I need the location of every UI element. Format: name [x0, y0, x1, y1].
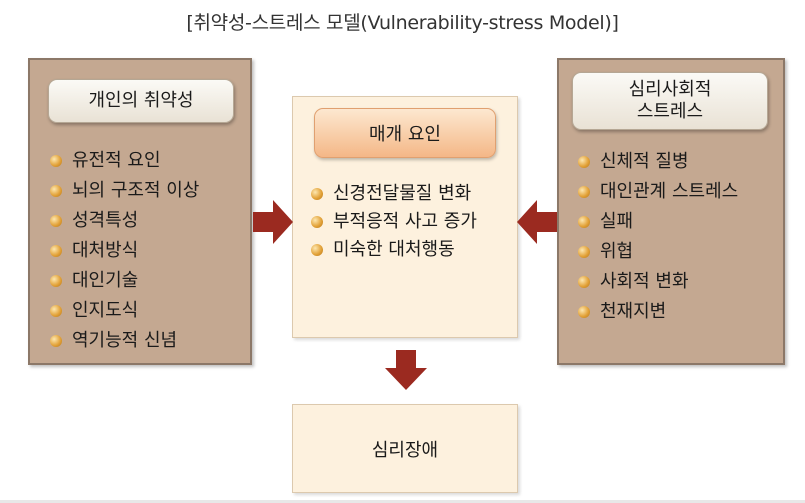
- list-item-label: 대처방식: [72, 240, 139, 261]
- arrow-right-icon: [253, 200, 293, 244]
- arrow-left-icon: [517, 200, 557, 244]
- bullet-icon: [50, 245, 62, 257]
- list-item: 위협: [576, 237, 738, 267]
- bullet-icon: [50, 215, 62, 227]
- list-item-label: 역기능적 신념: [72, 330, 178, 351]
- bullet-icon: [578, 156, 590, 168]
- list-item: 미숙한 대처행동: [309, 237, 523, 263]
- list-item-label: 성격특성: [72, 210, 139, 231]
- list-item-label: 대인관계 스트레스: [600, 181, 739, 202]
- vulnerability-panel: 개인의 취약성 유전적 요인 뇌의 구조적 이상 성격특성 대처방식 대인기술 …: [28, 58, 252, 365]
- bullet-icon: [311, 188, 323, 200]
- bullet-icon: [311, 244, 323, 256]
- bullet-icon: [50, 155, 62, 167]
- mediating-header-label: 매개 요인: [369, 124, 441, 145]
- bullet-icon: [311, 216, 323, 228]
- bullet-icon: [50, 305, 62, 317]
- list-item: 부적응적 사고 증가: [309, 209, 523, 235]
- diagram-title: [취약성-스트레스 모델(Vulnerability-stress Model)…: [186, 12, 619, 34]
- mediating-header: 매개 요인: [314, 108, 496, 158]
- list-item: 사회적 변화: [576, 267, 738, 297]
- list-item-label: 신경전달물질 변화: [333, 183, 472, 204]
- vulnerability-header-label: 개인의 취약성: [88, 90, 194, 111]
- bullet-icon: [50, 335, 62, 347]
- stress-list: 신체적 질병 대인관계 스트레스 실패 위협 사회적 변화 천재지변: [576, 147, 738, 327]
- bullet-icon: [578, 306, 590, 318]
- list-item: 성격특성: [48, 206, 199, 236]
- bullet-icon: [578, 276, 590, 288]
- disorder-box: 심리장애: [292, 404, 518, 493]
- list-item-label: 미숙한 대처행동: [333, 239, 455, 260]
- list-item-label: 천재지변: [600, 301, 667, 322]
- mediating-list: 신경전달물질 변화 부적응적 사고 증가 미숙한 대처행동: [309, 181, 523, 263]
- list-item-label: 유전적 요인: [72, 150, 161, 171]
- list-item: 신경전달물질 변화: [309, 181, 523, 207]
- list-item-label: 사회적 변화: [600, 271, 689, 292]
- bullet-icon: [50, 275, 62, 287]
- stress-header: 심리사회적 스트레스: [572, 72, 768, 130]
- list-item-label: 부적응적 사고 증가: [333, 211, 477, 232]
- list-item-label: 대인기술: [72, 270, 139, 291]
- list-item-label: 뇌의 구조적 이상: [72, 180, 200, 201]
- list-item-label: 신체적 질병: [600, 151, 689, 172]
- bullet-icon: [578, 186, 590, 198]
- list-item: 천재지변: [576, 297, 738, 327]
- bullet-icon: [578, 246, 590, 258]
- arrow-down-icon: [385, 350, 427, 390]
- stress-header-line1: 심리사회적: [628, 79, 712, 100]
- list-item-label: 위협: [600, 241, 634, 262]
- divider: [0, 500, 805, 503]
- mediating-panel: 매개 요인 신경전달물질 변화 부적응적 사고 증가 미숙한 대처행동: [292, 96, 518, 338]
- list-item: 뇌의 구조적 이상: [48, 176, 199, 206]
- list-item: 실패: [576, 207, 738, 237]
- list-item-label: 인지도식: [72, 300, 139, 321]
- list-item: 대인기술: [48, 266, 199, 296]
- list-item-label: 실패: [600, 211, 634, 232]
- vulnerability-header: 개인의 취약성: [48, 79, 234, 123]
- disorder-label: 심리장애: [371, 439, 439, 461]
- list-item: 역기능적 신념: [48, 326, 199, 356]
- stress-panel: 심리사회적 스트레스 신체적 질병 대인관계 스트레스 실패 위협 사회적 변화…: [557, 58, 785, 365]
- list-item: 신체적 질병: [576, 147, 738, 177]
- list-item: 유전적 요인: [48, 146, 199, 176]
- vulnerability-list: 유전적 요인 뇌의 구조적 이상 성격특성 대처방식 대인기술 인지도식 역기능…: [48, 146, 199, 356]
- list-item: 대인관계 스트레스: [576, 177, 738, 207]
- bullet-icon: [50, 185, 62, 197]
- list-item: 인지도식: [48, 296, 199, 326]
- bullet-icon: [578, 216, 590, 228]
- stress-header-line2: 스트레스: [636, 101, 704, 122]
- list-item: 대처방식: [48, 236, 199, 266]
